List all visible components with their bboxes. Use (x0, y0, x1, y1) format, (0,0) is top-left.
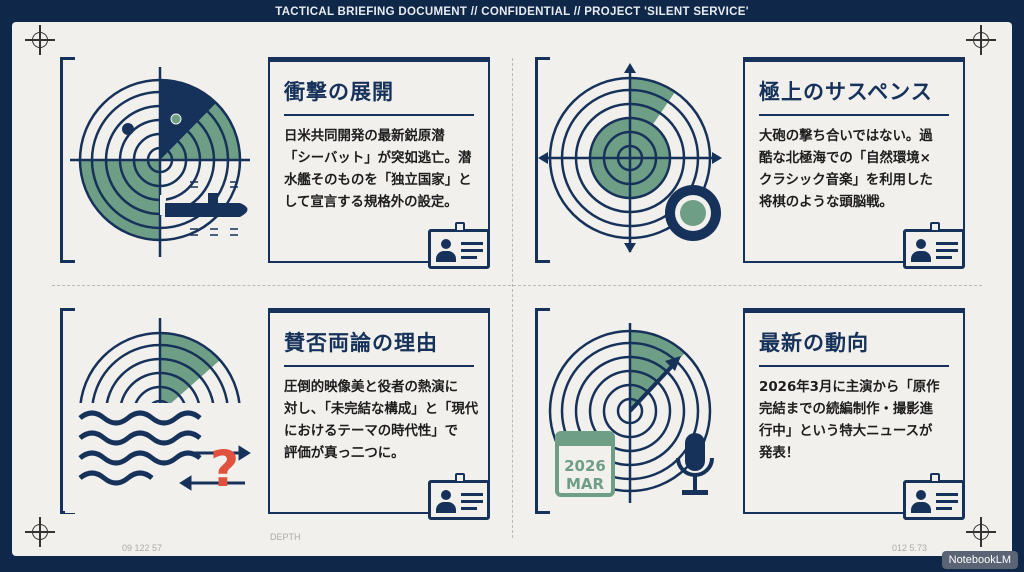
calendar-month: MAR (566, 475, 605, 493)
panel-textbox: 極上のサスペンス 大砲の撃ち合いではない。過酷な北極海での「自然環境× クラシック… (743, 57, 965, 269)
group-id-card-icon (428, 473, 490, 520)
body-line: 対し、「未完結な構成」と「現代 (284, 402, 479, 417)
panel-bracket (60, 57, 268, 263)
officer-id-card-icon (428, 222, 490, 269)
body-line: クラシック音楽」を利用した (759, 173, 933, 188)
panel-bracket (535, 57, 743, 263)
brain-gear-icon (665, 185, 721, 241)
body-line: 2026年3月に主演から「原作 (759, 380, 940, 395)
body-line: におけるテーマの時代性」で (284, 424, 459, 439)
calendar-year: 2026 (564, 457, 606, 475)
header-title: TACTICAL BRIEFING DOCUMENT // CONFIDENTI… (275, 6, 749, 18)
body-line: 大砲の撃ち合いではない。過 (759, 129, 933, 144)
submarine-icon (165, 203, 248, 217)
crosshair-icon (966, 517, 996, 547)
body-line: 将棋のような頭脳戦。 (759, 195, 893, 210)
panel-shocking-development: 衝撃の展開 日米共同開発の最新鋭原潜「シーバット」が突如逃亡。潜水艦そのものを「… (60, 57, 490, 269)
panel-textbox: 最新の動向 2026年3月に主演から「原作完結までの続編制作・撮影進行中」という… (743, 308, 965, 520)
person-id-card-icon (903, 222, 965, 269)
body-line: 圧倒的映像美と役者の熱演に (284, 380, 459, 395)
body-line: 発表！ (759, 446, 800, 461)
panel-latest-news: 2026 MAR 最新の動向 2026年3月に主演から「原作完結までの続編制作・… (535, 308, 965, 520)
microphone-icon (676, 433, 714, 495)
panel-title: 最新の動向 (759, 327, 949, 367)
body-line: 評価が真っ二つに。 (284, 446, 405, 461)
body-line: 完結までの続編制作・撮影進 (759, 402, 934, 417)
radar-waves-question-illustration: ? (65, 318, 265, 513)
radar-brain-gear-illustration (538, 63, 722, 253)
tick-label-left: 09 122 57 (122, 543, 163, 553)
radar-calendar-microphone-illustration: 2026 MAR (548, 323, 714, 503)
calendar-icon (555, 431, 615, 497)
panel-title: 賛否両論の理由 (284, 327, 474, 367)
panel-textbox: 賛否両論の理由 圧倒的映像美と役者の熱演に対し、「未完結な構成」と「現代における… (268, 308, 490, 520)
panel-mixed-reviews: ? 賛否両論の理由 圧倒的映像美と役者の熱演に対し、「未完結な構成」と「現代にお… (60, 308, 490, 520)
panel-suspense: 極上のサスペンス 大砲の撃ち合いではない。過酷な北極海での「自然環境× クラシック… (535, 57, 965, 269)
crosshair-icon (25, 517, 55, 547)
radar-submarine-illustration (70, 67, 250, 257)
crosshair-icon (966, 25, 996, 55)
panel-bracket (535, 308, 743, 514)
body-line: 「シーバット」が突如逃亡。潜 (284, 151, 472, 166)
divider-vertical (512, 58, 513, 538)
body-line: 行中」という特大ニュースが (759, 424, 933, 439)
crosshair-icon (25, 25, 55, 55)
panel-title: 極上のサスペンス (759, 76, 949, 116)
tick-label-right: 012 5.73 (892, 543, 928, 553)
panel-textbox: 衝撃の展開 日米共同開発の最新鋭原潜「シーバット」が突如逃亡。潜水艦そのものを「… (268, 57, 490, 269)
depth-label: DEPTH (270, 532, 301, 542)
notebooklm-watermark: NotebookLM (941, 551, 1018, 569)
body-line: 酷な北極海での「自然環境× (759, 151, 931, 166)
speaker-id-card-icon (903, 473, 965, 520)
body-line: 水艦そのものを「独立国家」と (284, 173, 472, 188)
body-line: して宣言する規格外の設定。 (284, 195, 458, 210)
divider-horizontal (52, 285, 982, 286)
body-line: 日米共同開発の最新鋭原潜 (284, 129, 445, 144)
question-mark-icon: ? (210, 440, 239, 498)
panel-title: 衝撃の展開 (284, 76, 474, 116)
